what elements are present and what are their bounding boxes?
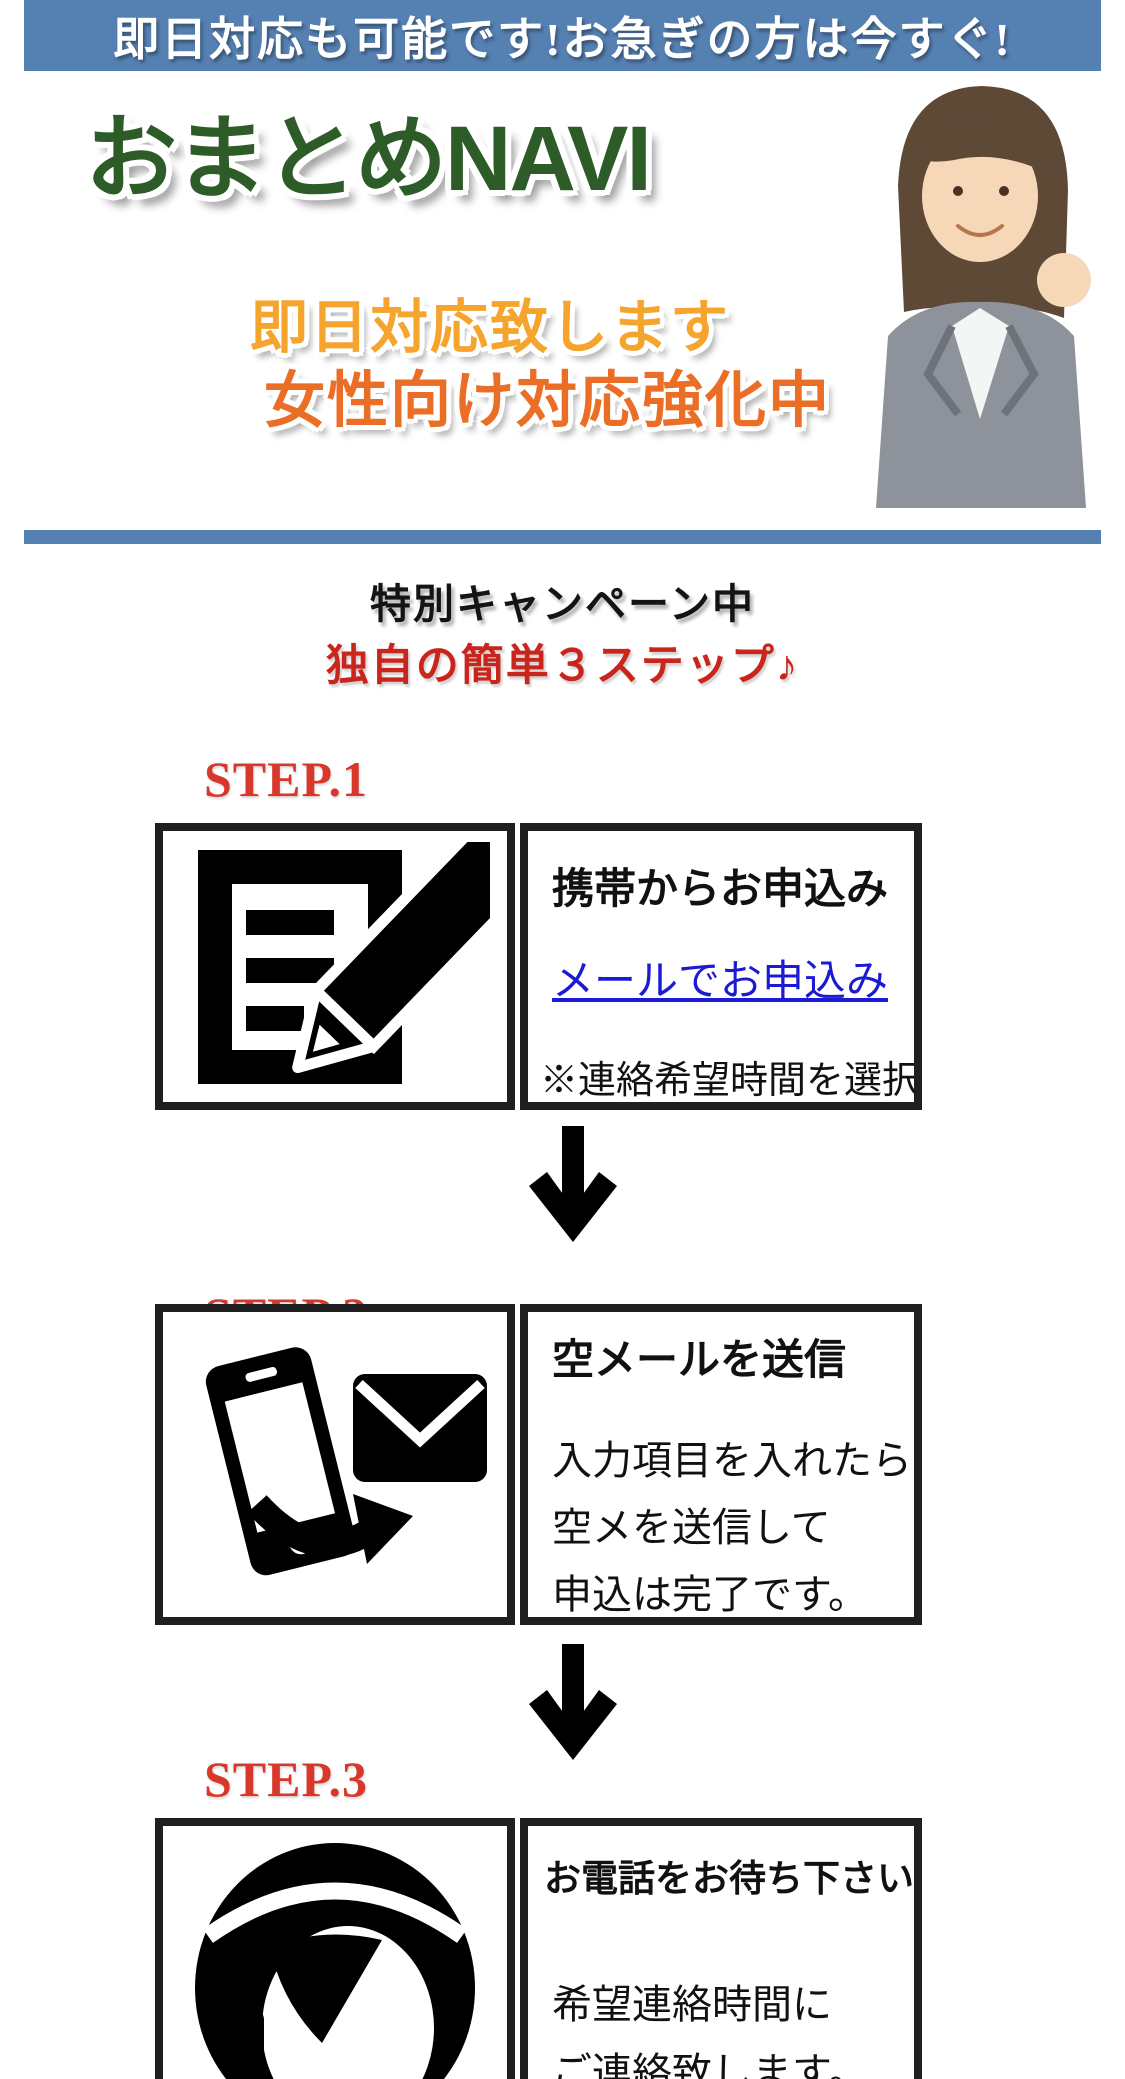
step1-mail-apply-link[interactable]: メールでお申込み xyxy=(552,959,889,1005)
site-logo: おまとめNAVI xyxy=(85,108,652,210)
document-pencil-icon xyxy=(198,841,490,1084)
step1-label: STEP.1 xyxy=(204,751,368,807)
section-divider xyxy=(24,530,1101,544)
step1-icon-box xyxy=(155,823,515,1110)
down-arrow-icon xyxy=(523,1644,623,1762)
top-banner: 即日対応も可能です!お急ぎの方は今すぐ! xyxy=(24,0,1101,71)
operator-woman-photo xyxy=(858,74,1105,508)
woman-photo-illustration xyxy=(876,86,1091,508)
catch-copy-line1: 即日対応致します xyxy=(250,295,731,360)
operator-headset-icon xyxy=(195,1843,475,2079)
step3-text-box: お電話をお待ち下さい 希望連絡時間に ご連絡致します。 xyxy=(520,1818,922,2079)
top-banner-text: 即日対応も可能です!お急ぎの方は今すぐ! xyxy=(113,13,1012,65)
step1-title: 携帯からお申込み xyxy=(552,867,889,913)
step2-row: 空メールを送信 入力項目を入れたら 空メを送信して 申込は完了です。 xyxy=(155,1304,922,1625)
step3-title: お電話をお待ち下さい xyxy=(544,1859,914,1900)
campaign-title: 特別キャンペーン中 xyxy=(370,581,755,627)
down-arrow-icon xyxy=(523,1126,623,1244)
step2-line: 空メを送信して xyxy=(552,1505,831,1550)
step2-text-box: 空メールを送信 入力項目を入れたら 空メを送信して 申込は完了です。 xyxy=(520,1304,922,1625)
step1-row: 携帯からお申込み メールでお申込み ※連絡希望時間を選択 xyxy=(155,823,922,1110)
step2-title: 空メールを送信 xyxy=(552,1338,847,1384)
step1-text-box: 携帯からお申込み メールでお申込み ※連絡希望時間を選択 xyxy=(520,823,922,1110)
step1-note: ※連絡希望時間を選択 xyxy=(540,1060,921,1102)
step3-line: 希望連絡時間に xyxy=(552,1982,832,2027)
step2-line: 入力項目を入れたら xyxy=(552,1438,912,1483)
step3-row: お電話をお待ち下さい 希望連絡時間に ご連絡致します。 xyxy=(155,1818,922,2079)
phone-mail-icon xyxy=(205,1347,487,1576)
step3-icon-box xyxy=(155,1818,515,2079)
step2-icon-box xyxy=(155,1304,515,1625)
step2-line: 申込は完了です。 xyxy=(552,1572,868,1617)
catch-copy-line2: 女性向け対応強化中 xyxy=(264,366,832,434)
step3-line: ご連絡致します。 xyxy=(552,2050,868,2079)
step3-label: STEP.3 xyxy=(204,1751,368,1807)
campaign-subtitle: 独自の簡単３ステップ♪ xyxy=(325,643,800,690)
